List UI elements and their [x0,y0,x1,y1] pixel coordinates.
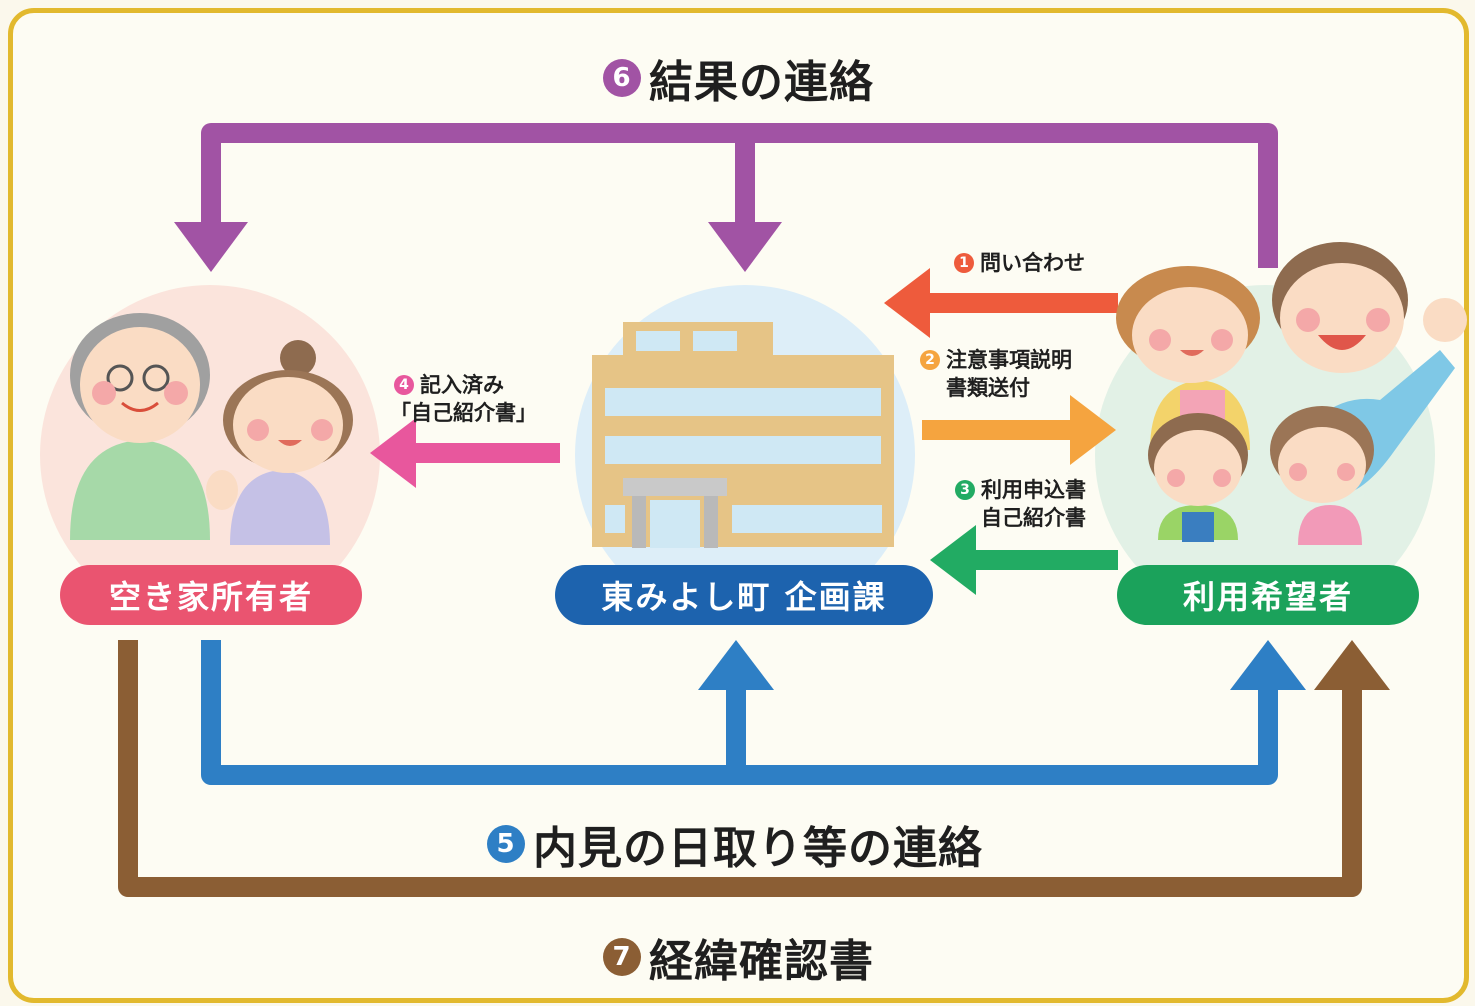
applicant-family-illustration [1116,242,1467,545]
application-arrowhead [930,525,976,595]
applicant-node: 利用希望者 [1117,565,1419,625]
step4-label: 4 記入済み 「自己紹介書」 [390,371,537,427]
step3-label: 3 利用申込書 自己紹介書 [955,476,1086,532]
step5-number-icon: 5 [487,825,525,863]
step7-label: 7 経緯確認書 [603,925,874,989]
office-node: 東みよし町 企画課 [555,565,933,625]
step2-number-icon: 2 [920,350,940,370]
step4-text-line2: 「自己紹介書」 [390,401,537,425]
confirm-arrow [118,640,1362,897]
step3-text-line2: 自己紹介書 [981,506,1086,530]
selfintro-arrowhead [370,418,416,488]
step1-label: 1 問い合わせ [954,249,1085,277]
step2-label: 2 注意事項説明 書類送付 [920,346,1072,402]
step5-label: 5 内見の日取り等の連絡 [487,812,983,876]
step5-text: 内見の日取り等の連絡 [533,823,983,874]
office-label: 東みよし町 企画課 [601,578,887,616]
step3-text-line1: 利用申込書 [981,478,1086,502]
viewing-arrowhead-office [698,640,774,690]
step6-number-icon: 6 [603,59,641,97]
step6-text: 結果の連絡 [649,57,874,108]
result-arrowhead-office [708,222,782,272]
owner-couple-illustration [70,313,353,545]
confirm-arrowhead [1314,640,1390,690]
applicant-label: 利用希望者 [1182,578,1353,616]
step1-number-icon: 1 [954,253,974,273]
result-arrowhead-owner [174,222,248,272]
step6-label: 6 結果の連絡 [603,46,874,110]
inquiry-arrowhead [884,268,930,338]
step2-text-line2: 書類送付 [946,376,1030,400]
viewing-arrows [201,640,1278,785]
step2-text-line1: 注意事項説明 [946,348,1072,372]
step7-text: 経緯確認書 [649,936,874,987]
result-arrows [201,123,1278,268]
step1-text: 問い合わせ [980,251,1085,275]
step3-number-icon: 3 [955,480,975,500]
owner-label: 空き家所有者 [108,578,313,616]
owner-node: 空き家所有者 [60,565,362,625]
office-building-icon [592,322,894,548]
step7-number-icon: 7 [603,938,641,976]
viewing-arrowhead-applicant [1230,640,1306,690]
docs-arrowhead [1070,395,1116,465]
step4-number-icon: 4 [394,375,414,395]
step4-text-line1: 記入済み [420,373,504,397]
